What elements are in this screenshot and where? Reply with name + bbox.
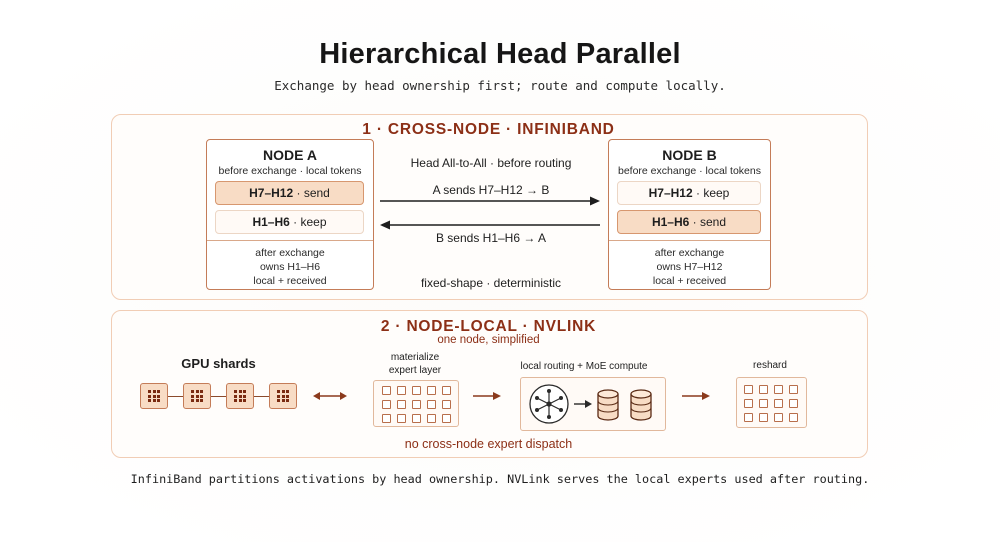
chip-sep: · bbox=[689, 215, 700, 229]
node-b-title: NODE B bbox=[662, 147, 717, 163]
gpu-shard-icon bbox=[183, 383, 211, 409]
moe-compute-panel bbox=[520, 377, 666, 431]
arrow-b-to-a-label: B sends H1–H6 → A bbox=[435, 231, 547, 245]
chip-action: keep bbox=[703, 186, 730, 200]
chip-action: send bbox=[700, 215, 727, 229]
node-b-chip-keep: H7–H12 · keep bbox=[617, 181, 761, 205]
node-b-after-3: local + received bbox=[652, 275, 727, 287]
expert-database-icon bbox=[597, 389, 619, 421]
section-node-local-subtitle: one node, simplified bbox=[437, 334, 540, 346]
diagram-title: Hierarchical Head Parallel bbox=[319, 38, 681, 70]
chip-action: send bbox=[303, 186, 330, 200]
expert-database-icon bbox=[630, 389, 652, 421]
node-b-card: NODE B before exchange · local tokens H7… bbox=[608, 139, 771, 290]
diagram-subtitle: Exchange by head ownership first; route … bbox=[274, 78, 726, 93]
router-icon bbox=[529, 384, 569, 424]
diagram-footer: InfiniBand partitions activations by hea… bbox=[130, 472, 870, 486]
node-a-divider bbox=[207, 240, 373, 241]
arrow-right-icon bbox=[682, 392, 710, 400]
reshard-panel bbox=[736, 377, 807, 428]
gpu-shard-icon bbox=[140, 383, 168, 409]
node-a-after-3: local + received bbox=[253, 275, 327, 287]
bidirectional-arrow-icon bbox=[313, 392, 347, 400]
chip-heads: H7–H12 bbox=[648, 186, 693, 200]
node-b-subtitle: before exchange · local tokens bbox=[617, 165, 761, 177]
exchange-label: Head All-to-All · before routing bbox=[410, 156, 572, 170]
node-a-title: NODE A bbox=[263, 147, 317, 163]
materialize-label-2: expert layer bbox=[388, 365, 442, 376]
arrow-right-icon bbox=[574, 400, 592, 408]
chip-action: keep bbox=[300, 215, 327, 229]
routing-label: local routing + MoE compute bbox=[520, 361, 648, 372]
reshard-label: reshard bbox=[753, 360, 787, 371]
node-b-chip-send: H1–H6 · send bbox=[617, 210, 761, 234]
arrow-right-icon bbox=[380, 196, 600, 206]
gpu-connector-line bbox=[150, 396, 285, 397]
section-node-local-title: 2 · NODE-LOCAL · NVLINK bbox=[380, 318, 597, 335]
node-a-after-1: after exchange bbox=[255, 247, 325, 259]
node-a-after-2: owns H1–H6 bbox=[259, 261, 321, 273]
chip-heads: H1–H6 bbox=[252, 215, 290, 229]
gpu-shard-icon bbox=[269, 383, 297, 409]
no-dispatch-note: no cross-node expert dispatch bbox=[404, 437, 573, 451]
node-a-card: NODE A before exchange · local tokens H7… bbox=[206, 139, 374, 290]
gpu-shards-label: GPU shards bbox=[181, 356, 256, 371]
chip-sep: · bbox=[692, 186, 704, 200]
chip-sep: · bbox=[289, 215, 301, 229]
node-b-after-2: owns H7–H12 bbox=[656, 261, 723, 273]
deterministic-label: fixed-shape · deterministic bbox=[420, 276, 562, 290]
arrow-right-icon bbox=[473, 392, 501, 400]
node-a-chip-send: H7–H12 · send bbox=[215, 181, 364, 205]
gpu-shard-icon bbox=[226, 383, 254, 409]
node-b-divider bbox=[609, 240, 770, 241]
node-a-chip-keep: H1–H6 · keep bbox=[215, 210, 364, 234]
chip-sep: · bbox=[293, 186, 304, 200]
node-a-subtitle: before exchange · local tokens bbox=[218, 165, 362, 177]
materialize-label-1: materialize bbox=[390, 352, 440, 363]
chip-heads: H1–H6 bbox=[651, 215, 690, 229]
chip-heads: H7–H12 bbox=[249, 186, 294, 200]
section-cross-node-title: 1 · CROSS-NODE · INFINIBAND bbox=[362, 121, 615, 138]
arrow-left-icon bbox=[380, 220, 600, 230]
expert-layer-panel bbox=[373, 380, 459, 427]
arrow-a-to-b-label: A sends H7–H12 → B bbox=[432, 183, 550, 197]
node-b-after-1: after exchange bbox=[654, 247, 725, 259]
